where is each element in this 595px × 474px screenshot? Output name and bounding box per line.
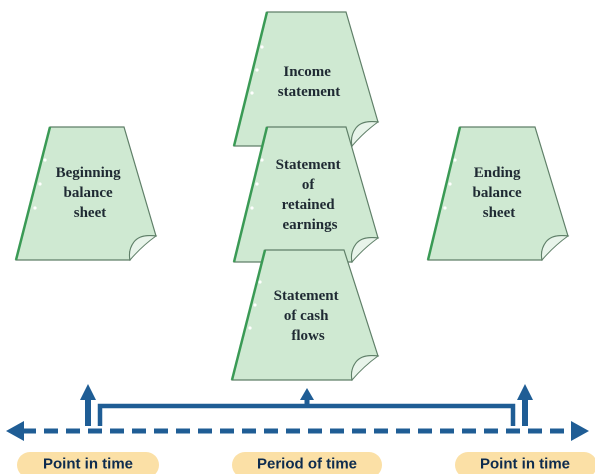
cash-flows-doc: Statement of cash flows [230, 249, 380, 382]
left-point-arrow [80, 384, 96, 426]
cash-flows-line-1: Statement [274, 288, 339, 304]
ending-balance-sheet-doc: Ending balance sheet [426, 126, 570, 262]
right-point-label-text: Point in time [480, 456, 570, 473]
timeline-right-arrowhead [571, 421, 589, 441]
timeline-arrow [6, 421, 589, 441]
svg-text:Beginning balance: Beginning balance sheet [56, 165, 125, 221]
ending-balance-line-2: balance [473, 185, 523, 201]
period-bracket [97, 388, 516, 426]
left-point-label-text: Point in time [43, 456, 133, 473]
retained-earnings-line-1: Statement [276, 157, 341, 173]
ending-balance-line-3: sheet [483, 205, 516, 221]
retained-earnings-line-2: of [302, 177, 316, 193]
retained-earnings-doc: Statement of retained earnings [232, 126, 380, 264]
svg-text:Ending balance she: Ending balance sheet [473, 165, 526, 221]
left-point-label: Point in time [17, 452, 159, 474]
income-statement-doc: Income statement [232, 11, 380, 148]
income-statement-line-2: statement [278, 84, 340, 100]
beginning-balance-line-2: balance [64, 185, 114, 201]
beginning-balance-sheet-doc: Beginning balance sheet [14, 126, 158, 262]
period-label-text: Period of time [257, 456, 357, 473]
period-arrowhead [300, 388, 314, 400]
cash-flows-line-3: flows [291, 328, 324, 344]
retained-earnings-line-3: retained [282, 197, 336, 213]
period-label: Period of time [232, 452, 382, 474]
income-statement-line-1: Income [283, 64, 331, 80]
beginning-balance-line-3: sheet [74, 205, 107, 221]
right-point-arrow [517, 384, 533, 426]
right-point-label: Point in time [455, 452, 595, 474]
timeline-left-arrowhead [6, 421, 24, 441]
svg-text:Statement of retai: Statement of retained earnings [276, 157, 345, 233]
svg-text:Income statement: Income statement [278, 64, 340, 100]
cash-flows-line-2: of cash [284, 308, 329, 324]
beginning-balance-line-1: Beginning [56, 165, 122, 181]
svg-text:Statement of cash: Statement of cash flows [274, 288, 343, 344]
retained-earnings-line-4: earnings [282, 217, 337, 233]
ending-balance-line-1: Ending [474, 165, 521, 181]
